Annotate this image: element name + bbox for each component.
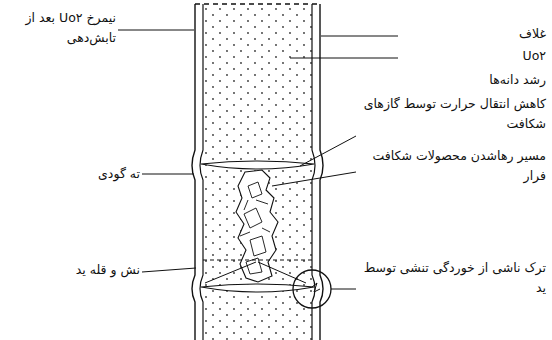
callout-label: Uo۲ [400,46,546,66]
release-path [203,260,312,261]
callout-label: غلاف [400,24,546,44]
cladding-outer-right [320,4,323,340]
callout-label: ته گودی [60,164,140,184]
callout-label: نش و قله ید [40,260,140,280]
callout-label: ترک ناشی از خوردگی تنشی توسط ید [360,258,546,298]
cladding-outer-left [192,4,195,340]
leader-line [142,268,196,272]
central-void [236,170,278,282]
callout-label: مسیر رهاشدن محصولات شکافت فرار [360,146,546,186]
callout-label: نیمرخ Uo۲ بعد از تابش‌دهی [2,8,116,48]
crack-callout-circle [293,270,331,308]
pellet-interface [201,284,314,292]
callout-label: رشد دانه‌ها [360,70,546,90]
pellet-interface [201,161,314,169]
crack [312,283,320,292]
leader-line [300,136,356,166]
release-path [258,262,306,283]
cladding-inner-left [200,4,203,340]
leader-line [118,30,194,31]
leader-line [290,58,398,59]
leader-line [331,289,356,290]
leader-line [142,174,194,175]
leader-line [321,36,398,37]
release-path [205,262,256,283]
callout-label: کاهش انتقال حرارت توسط گازهای شکافت [360,94,546,134]
leader-line [272,172,356,186]
cut-line [195,3,320,4]
